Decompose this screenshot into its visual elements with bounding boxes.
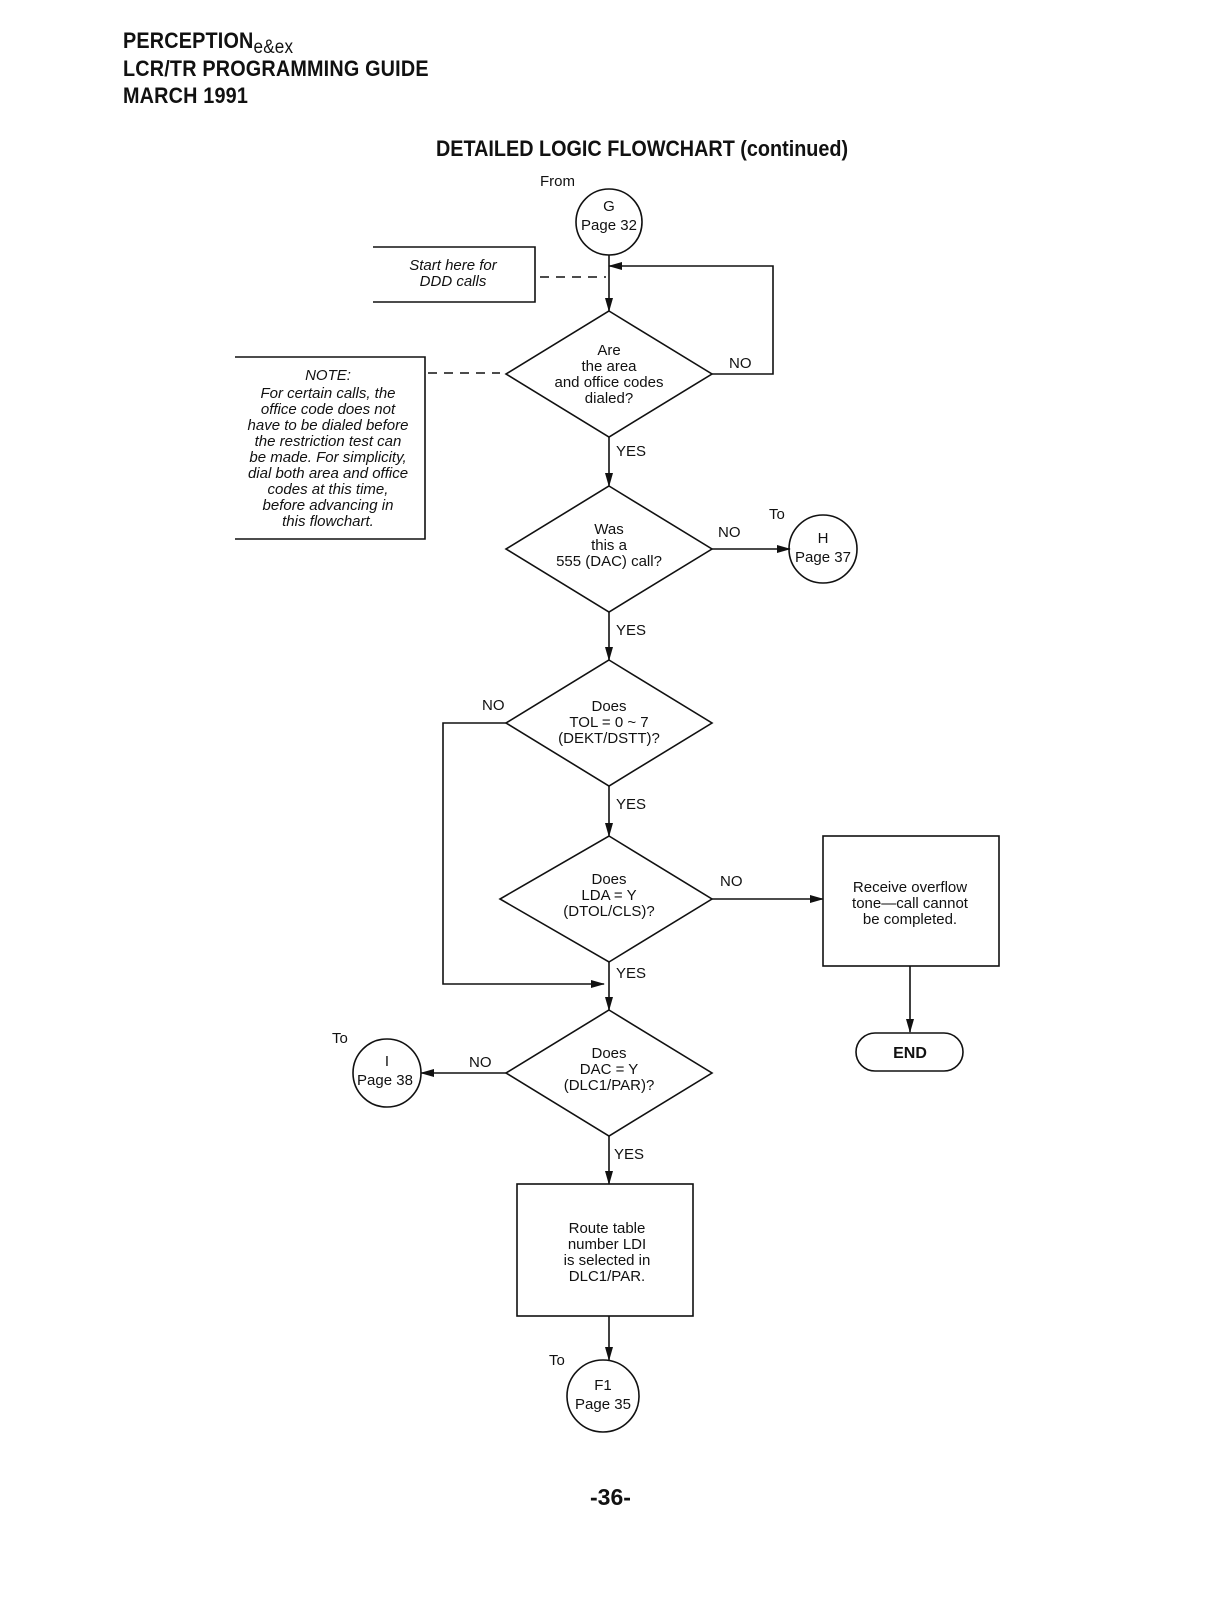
edge-label-d5-yes: YES [614, 1146, 644, 1163]
header-guide-title: LCR/TR PROGRAMMING GUIDE [123, 56, 429, 81]
decision-area-office-codes-line-3: and office codes [555, 374, 664, 391]
decision-lda-line-1: Does [591, 871, 626, 888]
process-overflow-line-3: be completed. [863, 911, 957, 928]
decision-tol-range-line-3: (DEKT/DSTT)? [558, 730, 660, 747]
process-overflow-box [822, 835, 1000, 967]
process-route-line-4: DLC1/PAR. [569, 1268, 645, 1285]
label-to-f1: To [549, 1352, 565, 1369]
process-route-line-3: is selected in [564, 1252, 651, 1269]
edge-label-d5-no: NO [469, 1054, 492, 1071]
page-title: DETAILED LOGIC FLOWCHART (continued) [436, 136, 849, 161]
decision-area-office-codes-line-1: Are [597, 342, 620, 359]
decision-tol-range-line-2: TOL = 0 ~ 7 [569, 714, 648, 731]
decision-area-office-codes-line-2: the area [581, 358, 637, 375]
connector-f1-page: Page 35 [575, 1396, 631, 1413]
connector-h-page: Page 37 [795, 549, 851, 566]
decision-dac-line-3: (DLC1/PAR)? [564, 1077, 655, 1094]
process-route-line-2: number LDI [568, 1236, 646, 1253]
process-route-line-1: Route table [569, 1220, 646, 1237]
decision-555-dac-call-line-3: 555 (DAC) call? [556, 553, 662, 570]
page-number: -36- [590, 1484, 631, 1510]
decision-lda-line-2: LDA = Y [581, 887, 636, 904]
note-line-line-6: dial both area and office [248, 465, 408, 482]
connector-i-circle [352, 1038, 422, 1108]
note-line-line-1: For certain calls, the [260, 385, 395, 402]
label-from: From [540, 173, 575, 190]
connector-i-page: Page 38 [357, 1072, 413, 1089]
connector-f1-letter: F1 [594, 1377, 612, 1394]
edge-label-d1-no: NO [729, 355, 752, 372]
edge-label-d1-yes: YES [616, 443, 646, 460]
note-title: NOTE: [305, 367, 351, 384]
note-line-line-8: before advancing in [263, 497, 394, 514]
note-line-line-9: this flowchart. [282, 513, 374, 530]
note-box [235, 356, 426, 540]
edge-label-d4-no: NO [720, 873, 743, 890]
label-to-h: To [769, 506, 785, 523]
decision-555-dac-call-line-2: this a [591, 537, 628, 554]
decision-area-office-codes-line-4: dialed? [585, 390, 633, 407]
edge-label-d3-no: NO [482, 697, 505, 714]
header-product: PERCEPTIONe&ex [123, 28, 293, 59]
start-here-line-1: Start here for [409, 257, 498, 274]
edge-label-d3-yes: YES [616, 796, 646, 813]
label-to-i: To [332, 1030, 348, 1047]
decision-lda-line-3: (DTOL/CLS)? [563, 903, 654, 920]
decision-dac-line-1: Does [591, 1045, 626, 1062]
decision-dac-line-2: DAC = Y [580, 1061, 639, 1078]
connector-i-letter: I [385, 1053, 389, 1070]
header-date: MARCH 1991 [123, 83, 249, 108]
note-line-line-5: be made. For simplicity, [249, 449, 406, 466]
edge-label-d4-yes: YES [616, 965, 646, 982]
edge-label-d2-no: NO [718, 524, 741, 541]
note-line-line-2: office code does not [261, 401, 396, 418]
decision-tol-range-line-1: Does [591, 698, 626, 715]
start-here-line-2: DDD calls [420, 273, 487, 290]
start-here-box [373, 246, 536, 303]
process-route-box [516, 1183, 694, 1317]
connector-f1-circle [566, 1359, 640, 1433]
note-line-line-4: the restriction test can [255, 433, 402, 450]
connector-g-page: Page 32 [581, 217, 637, 234]
note-line-line-7: codes at this time, [268, 481, 389, 498]
edge-d3-no [442, 722, 605, 988]
connector-h-letter: H [818, 530, 829, 547]
note-line-line-3: have to be dialed before [248, 417, 409, 434]
decision-555-dac-call-line-1: Was [594, 521, 623, 538]
process-overflow-line-2: tone—call cannot [852, 895, 969, 912]
edge-label-d2-yes: YES [616, 622, 646, 639]
process-overflow-line-1: Receive overflow [853, 879, 967, 896]
terminal-end [855, 1032, 964, 1072]
edge-d1-no-loop [608, 262, 774, 375]
product-suffix: e&ex [253, 37, 294, 58]
product-name: PERCEPTION [123, 28, 254, 53]
connector-g-letter: G [603, 198, 615, 215]
terminal-end-label: END [893, 1045, 927, 1062]
connector-h-circle [788, 514, 858, 584]
